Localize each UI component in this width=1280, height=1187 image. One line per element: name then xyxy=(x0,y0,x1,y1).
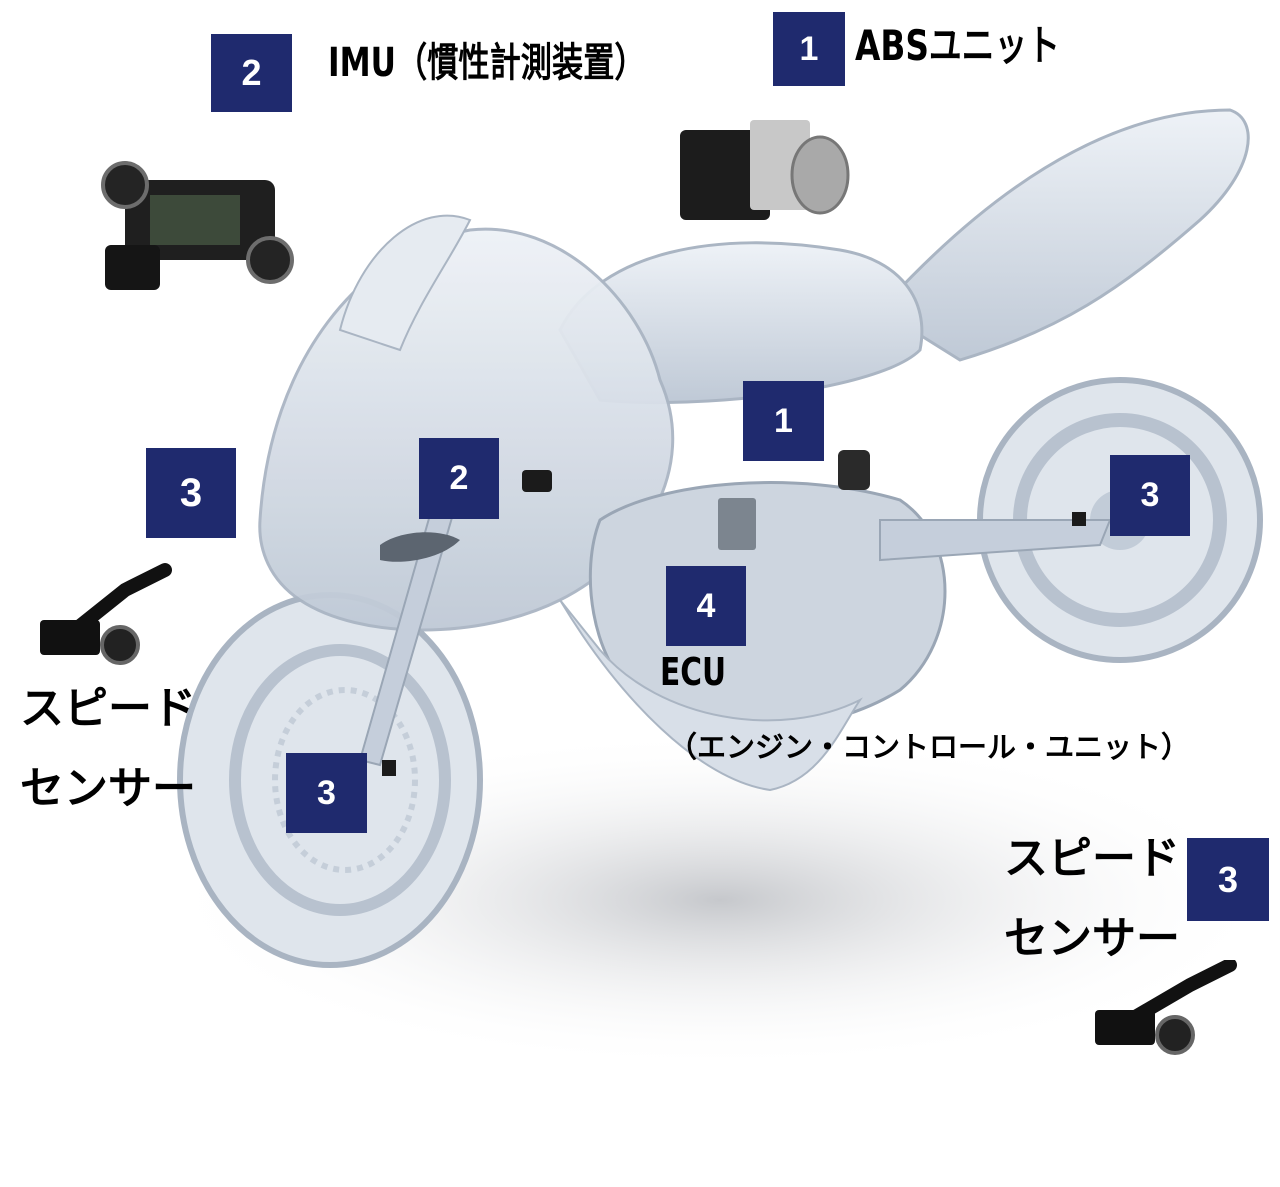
left-sensor-label-line2: センサー xyxy=(20,763,196,814)
right-sensor-label-line2: センサー xyxy=(1004,913,1180,964)
windscreen xyxy=(338,214,472,352)
swingarm xyxy=(879,519,1112,562)
ecu-on-bike xyxy=(718,498,756,550)
callout-front-sensor-badge: 3 xyxy=(286,753,367,833)
speed-sensor-image-right xyxy=(1095,960,1237,1055)
left-sensor-badge: 3 xyxy=(146,448,236,538)
callout-abs-badge: 1 xyxy=(743,381,824,461)
right-sensor-label-line1: スピード xyxy=(1004,833,1180,884)
right-sensor-badge: 3 xyxy=(1187,838,1269,921)
speed-sensor-image-left xyxy=(40,563,172,665)
imu-header-label: IMU（慣性計測装置） xyxy=(328,40,646,86)
abs-header-label: ABSユニット xyxy=(855,21,1060,70)
ecu-sublabel: （エンジン・コントロール・ユニット） xyxy=(668,730,1191,764)
left-sensor-label-line1: スピード xyxy=(20,683,196,734)
callout-rear-sensor-badge: 3 xyxy=(1110,455,1190,536)
imu-unit-image xyxy=(101,161,294,290)
abs-on-bike xyxy=(838,450,870,490)
ecu-label: ECU xyxy=(660,650,727,694)
front-sensor-on-bike xyxy=(382,760,396,776)
lower-fairing xyxy=(559,599,863,792)
imu-on-bike xyxy=(522,470,552,492)
abs-header-badge: 1 xyxy=(773,12,845,86)
abs-unit-image xyxy=(680,120,850,220)
imu-header-badge: 2 xyxy=(211,34,292,112)
tail-seat xyxy=(877,108,1250,362)
callout-ecu-badge: 4 xyxy=(666,566,746,646)
headlight xyxy=(380,532,460,562)
callout-imu-badge: 2 xyxy=(419,438,499,519)
rear-sensor-on-bike xyxy=(1072,512,1086,526)
